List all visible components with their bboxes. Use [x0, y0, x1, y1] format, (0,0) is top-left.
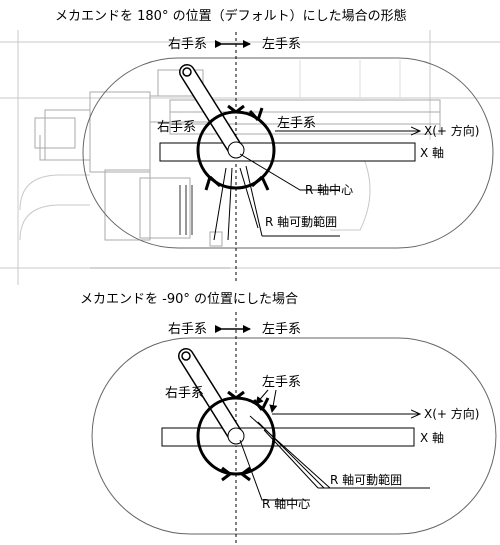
bottom-x-plus-label: X(+ 方向)	[424, 406, 479, 421]
bottom-arm-joint	[181, 351, 191, 361]
top-x-axis-label: X 軸	[420, 146, 444, 160]
bottom-header-left-hand: 左手系	[262, 322, 301, 337]
bottom-arrowhead-bottom-left	[221, 466, 231, 482]
machine-background-drawing	[0, 30, 500, 285]
top-x-plus-label: X(+ 方向)	[424, 123, 479, 138]
bottom-operating-area-outline	[91, 337, 497, 535]
bottom-r-axis-center-circle	[227, 427, 245, 445]
bottom-left-hand-pointer-a	[255, 389, 269, 405]
top-arc-right-hand-label: 右手系	[157, 120, 196, 135]
bottom-r-center-leader	[239, 439, 310, 501]
top-r-axis-center-circle	[227, 141, 245, 159]
top-arrowhead-lower-left	[204, 175, 222, 191]
bottom-r-range-leaders	[249, 415, 430, 489]
bottom-arm-inner	[179, 349, 243, 443]
top-r-center-leader	[239, 153, 340, 191]
top-operating-area-outline	[82, 57, 494, 249]
bottom-r-range-label: R 軸可動範囲	[330, 472, 402, 487]
bottom-left-hand-pointer-b	[269, 389, 278, 413]
top-r-center-label: R 軸中心	[305, 182, 353, 197]
top-arrowhead-upper-right	[248, 107, 264, 121]
bottom-r-center-label: R 軸中心	[262, 496, 310, 511]
top-r-range-leaders	[213, 165, 340, 241]
top-arm-joint	[182, 67, 192, 77]
top-arrowhead-lower-right	[250, 175, 270, 191]
top-header-right-hand: 右手系	[168, 37, 207, 52]
top-x-axis-bar	[159, 142, 416, 162]
bottom-arc-right-hand-label: 右手系	[165, 386, 204, 401]
top-arrowhead-upper	[227, 104, 245, 114]
top-arm-inner	[180, 65, 243, 157]
bottom-arrowhead-upper-right	[252, 397, 270, 411]
bottom-section-title: メカエンドを -90° の位置にした場合	[80, 292, 298, 307]
bottom-x-axis-label: X 軸	[420, 431, 444, 445]
bottom-header-right-hand: 右手系	[168, 322, 207, 337]
bottom-arrowhead-bottom-right	[241, 466, 251, 482]
top-arc-left-hand-label: 左手系	[277, 116, 316, 131]
top-header-left-hand: 左手系	[262, 37, 301, 52]
top-section-title: メカエンドを 180° の位置（デフォルト）にした場合の形態	[55, 8, 407, 24]
bottom-arc-left-hand-label: 左手系	[262, 375, 301, 390]
bottom-arrowhead-top	[227, 390, 245, 400]
top-r-range-label: R 軸可動範囲	[265, 214, 337, 229]
